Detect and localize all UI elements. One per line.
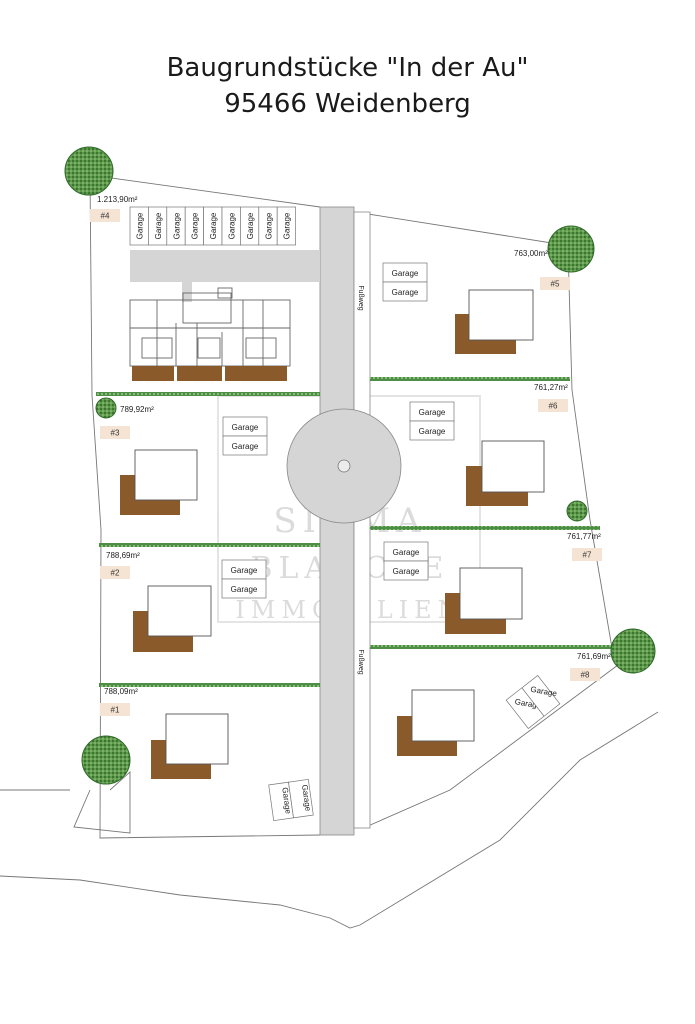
hedge — [99, 543, 320, 547]
houses — [120, 289, 545, 779]
lot-2-tag: #2 — [111, 569, 120, 578]
lot-3-tag-box — [100, 426, 130, 439]
tree-icon — [64, 146, 114, 196]
garage-label: Garage — [300, 784, 313, 812]
hedge — [370, 377, 570, 381]
lot-4-tag: #4 — [101, 212, 110, 221]
lot-8-tag: #8 — [581, 671, 590, 680]
garage-unit — [276, 206, 296, 246]
hedge — [96, 392, 320, 396]
house-footprint — [466, 466, 528, 506]
garage-label: Garage — [419, 427, 446, 436]
tree-icon — [95, 397, 117, 419]
garage-unit — [409, 420, 455, 441]
hedges — [96, 377, 614, 687]
garage-label: Garage — [209, 212, 218, 239]
lot-8-area: 761,69m² — [577, 652, 611, 661]
title-line-2: 95466 Weidenberg — [224, 89, 471, 119]
trees — [64, 146, 656, 785]
lot-4-area: 1.213,90m² — [97, 195, 138, 204]
terrace — [177, 366, 222, 381]
garage-label: Garage — [136, 212, 145, 239]
tree-icon — [610, 628, 656, 674]
house-outline — [147, 585, 212, 637]
footpath-label-top: Fußweg — [357, 285, 364, 310]
lot-6-area: 761,27m² — [534, 383, 568, 392]
garage-label: Garage — [392, 288, 419, 297]
apartment-block — [129, 287, 291, 367]
garage-label: Garage — [264, 212, 273, 239]
house-footprint — [445, 593, 506, 634]
garage-label: Garage — [191, 212, 200, 239]
garage-label: Garage — [231, 566, 258, 575]
garage-unit — [383, 560, 429, 581]
garage-label: Garage — [231, 585, 258, 594]
terrace — [225, 366, 287, 381]
lot-7-area: 761,77m² — [567, 532, 601, 541]
garage-row: Garage Garage Garage Garage Garage Garage Gara… — [129, 206, 296, 246]
hedge — [99, 683, 320, 687]
lot-4-building: Garage Garage Garage Garage Garage Garage Gara… — [129, 206, 320, 381]
garage-label: Garage — [280, 787, 293, 815]
house-outline — [481, 440, 545, 493]
house-outline — [411, 689, 475, 742]
lot-2-area: 788,69m² — [106, 551, 140, 560]
garage-unit — [382, 281, 428, 302]
lot-4-tag-box — [90, 209, 120, 222]
house-footprint — [455, 314, 516, 354]
garage-pair: Garage Garage — [268, 778, 314, 822]
lot-5-tag-box — [540, 277, 570, 290]
lot-6-tag-box — [538, 399, 568, 412]
garage-label: Garage — [232, 442, 259, 451]
garage-label: Garage — [419, 408, 446, 417]
garage-unit — [288, 778, 314, 819]
garage-unit — [521, 675, 561, 717]
tree-icon — [547, 225, 595, 273]
garage-label: Garage — [393, 567, 420, 576]
tree-icon — [566, 500, 588, 522]
driveway — [182, 282, 192, 302]
garage-label: Garage — [232, 423, 259, 432]
lot-2-tag-box — [100, 566, 130, 579]
garage-label: Garage — [228, 212, 237, 239]
house-outline — [165, 713, 229, 765]
terrace — [132, 366, 174, 381]
garage-unit — [222, 435, 268, 456]
garage-label: Garage — [154, 212, 163, 239]
footpath-label-bottom: Fußweg — [357, 649, 364, 674]
garages: GarageGarageGarageGarageGarageGarageGara… — [221, 262, 561, 822]
hedge — [370, 526, 600, 530]
lot-7-tag-box — [572, 548, 602, 561]
lot-1-tag: #1 — [111, 706, 120, 715]
garage-label: Garage — [172, 212, 181, 239]
garage-unit — [221, 578, 267, 599]
lot-7-tag: #7 — [583, 551, 592, 560]
house-outline — [459, 567, 523, 620]
roundabout-center — [337, 459, 351, 473]
road: Fußweg Fußweg — [286, 206, 402, 836]
garage-label: Garage — [283, 212, 292, 239]
lot-8-tag-box — [570, 668, 600, 681]
parking-lane — [130, 250, 320, 282]
hedge — [370, 645, 614, 649]
tree-icon — [81, 735, 131, 785]
lot-labels: 1.213,90m² #4 763,00m² #5 789,92m² #3 761,27m²… — [90, 195, 611, 716]
title-line-1: Baugrundstücke "In der Au" — [166, 53, 529, 83]
title-block: Baugrundstücke "In der Au" 95466 Weidenb… — [0, 50, 695, 122]
lot-1-area: 788,09m² — [104, 687, 138, 696]
lot-1-tag-box — [100, 703, 130, 716]
lot-5-tag: #5 — [551, 280, 560, 289]
lot-6-tag: #6 — [549, 402, 558, 411]
garage-label: Garage — [392, 269, 419, 278]
lot-3-area: 789,92m² — [120, 405, 154, 414]
garage-label: Garage — [393, 548, 420, 557]
garage-label: Garage — [246, 212, 255, 239]
lot-5-area: 763,00m² — [514, 249, 548, 258]
lot-3-tag: #3 — [111, 429, 120, 438]
house-outline — [134, 449, 198, 501]
house-outline — [468, 289, 534, 341]
